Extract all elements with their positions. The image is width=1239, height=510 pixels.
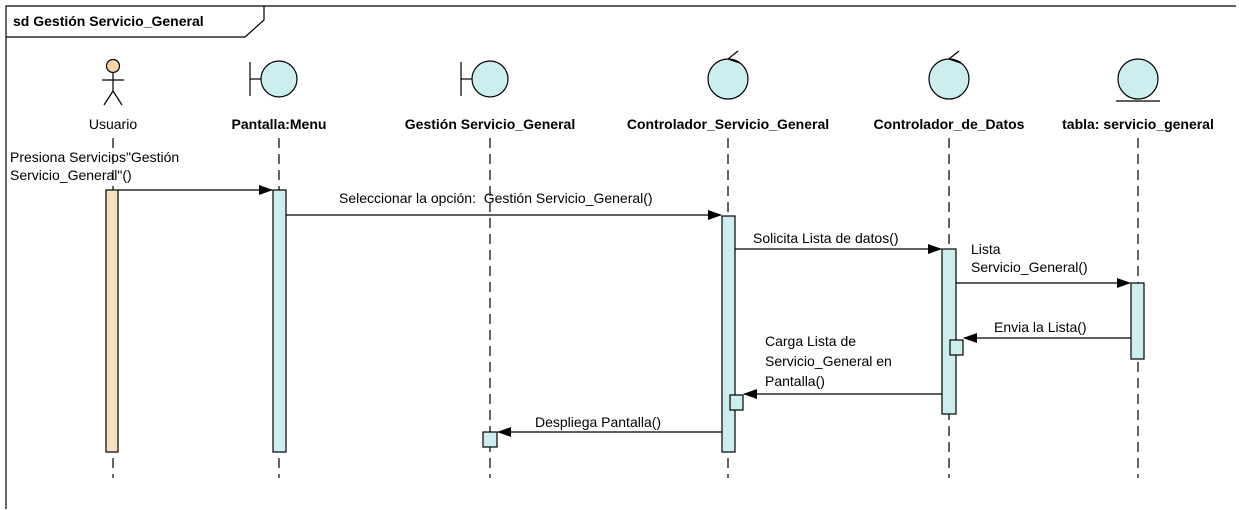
- diagram-frame: sd Gestión Servicio_General: [5, 5, 1236, 509]
- message-seleccionar-opcion: Seleccionar la opción: Gestión Servicio_…: [286, 190, 722, 220]
- message-envia-lista: Envia la Lista(): [963, 319, 1131, 343]
- message-label-line: Servicio_General"(): [10, 167, 132, 183]
- actor-icon: [102, 58, 124, 106]
- message-carga-lista: Carga Lista de Servicio_General en Panta…: [743, 333, 942, 399]
- lifeline-label: Pantalla:Menu: [232, 116, 327, 132]
- messages: Presiona Servicios"Gestión Servicio_Gene…: [10, 149, 1131, 437]
- activation-bars: [105, 189, 1145, 453]
- message-label-line: Envia la Lista(): [994, 319, 1087, 335]
- activation-controlador-servicio-nested: [729, 394, 744, 411]
- message-label-line: Solicita Lista de datos(): [753, 230, 899, 246]
- activation-pantalla: [272, 189, 287, 453]
- control-icon: [928, 50, 970, 100]
- activation-controlador-servicio: [721, 215, 736, 453]
- boundary-icon: [460, 60, 509, 98]
- lifeline-label: Controlador_de_Datos: [874, 116, 1025, 132]
- message-label-line: Servicio_General(): [971, 259, 1088, 275]
- message-label-line: Presiona Servicios"Gestión: [10, 149, 179, 165]
- message-label-line: Lista: [971, 241, 1001, 257]
- lifeline-label: Controlador_Servicio_General: [627, 116, 829, 132]
- message-label-line: Pantalla(): [765, 373, 825, 389]
- message-despliega-pantalla: Despliega Pantalla(): [497, 414, 722, 437]
- activation-controlador-datos-nested: [949, 339, 964, 356]
- lifeline-label: tabla: servicio_general: [1062, 116, 1214, 132]
- activation-tabla: [1130, 282, 1145, 360]
- lifeline-label: Gestión Servicio_General: [405, 116, 575, 132]
- lifeline-gestion-servicio-general: Gestión Servicio_General: [405, 60, 575, 478]
- boundary-icon: [249, 60, 298, 98]
- activation-controlador-datos: [941, 248, 957, 415]
- message-label-line: Carga Lista de: [765, 333, 856, 349]
- control-icon: [707, 50, 749, 100]
- activation-gestion: [482, 431, 498, 448]
- lifeline-tabla-servicio-general: tabla: servicio_general: [1062, 58, 1214, 478]
- message-presiona-servicios: Presiona Servicios"Gestión Servicio_Gene…: [10, 149, 273, 195]
- lifeline-label: Usuario: [89, 116, 137, 132]
- message-label-line: Despliega Pantalla(): [535, 414, 661, 430]
- entity-icon: [1116, 58, 1160, 102]
- message-solicita-lista: Solicita Lista de datos(): [735, 230, 942, 254]
- message-label-line: Seleccionar la opción: Gestión Servicio_…: [339, 190, 653, 206]
- activation-usuario: [105, 189, 119, 453]
- message-lista-servicio-general: Lista Servicio_General(): [956, 241, 1131, 288]
- message-label-line: Servicio_General en: [765, 353, 892, 369]
- frame-title: sd Gestión Servicio_General: [13, 13, 204, 29]
